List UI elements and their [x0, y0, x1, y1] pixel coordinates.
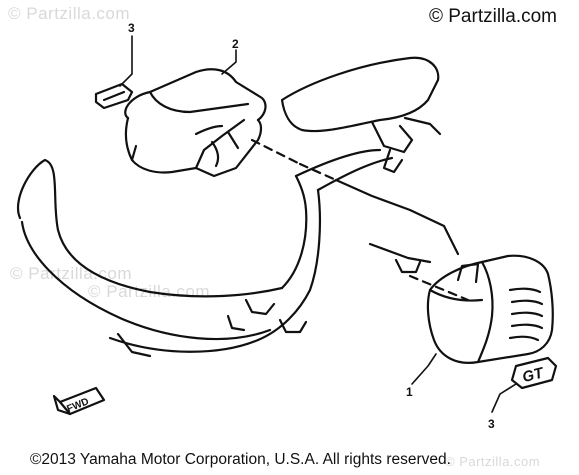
footer-copyright: ©2013 Yamaha Motor Corporation, U.S.A. A… — [30, 451, 451, 468]
decal-fwd — [52, 386, 106, 416]
callout-2: 2 — [232, 37, 239, 51]
side-cover-lower — [426, 254, 554, 364]
copyright-header: © Partzilla.com — [428, 6, 557, 27]
leader-lines — [119, 35, 517, 413]
callout-3-upper: 3 — [128, 21, 135, 35]
watermark-bottom-right: © Partzilla.com — [445, 454, 541, 469]
decal-emblem-upper — [94, 82, 134, 110]
callout-3-lower: 3 — [488, 417, 495, 431]
watermark-top-left: © Partzilla.com — [8, 4, 131, 23]
frame-outline — [17, 56, 470, 358]
callout-1: 1 — [406, 385, 413, 399]
decal-gt — [510, 356, 558, 390]
watermark-mid-left: © Partzilla.com — [10, 264, 133, 283]
side-cover-upper — [124, 68, 267, 178]
decal-gt-text: GT — [521, 364, 547, 386]
